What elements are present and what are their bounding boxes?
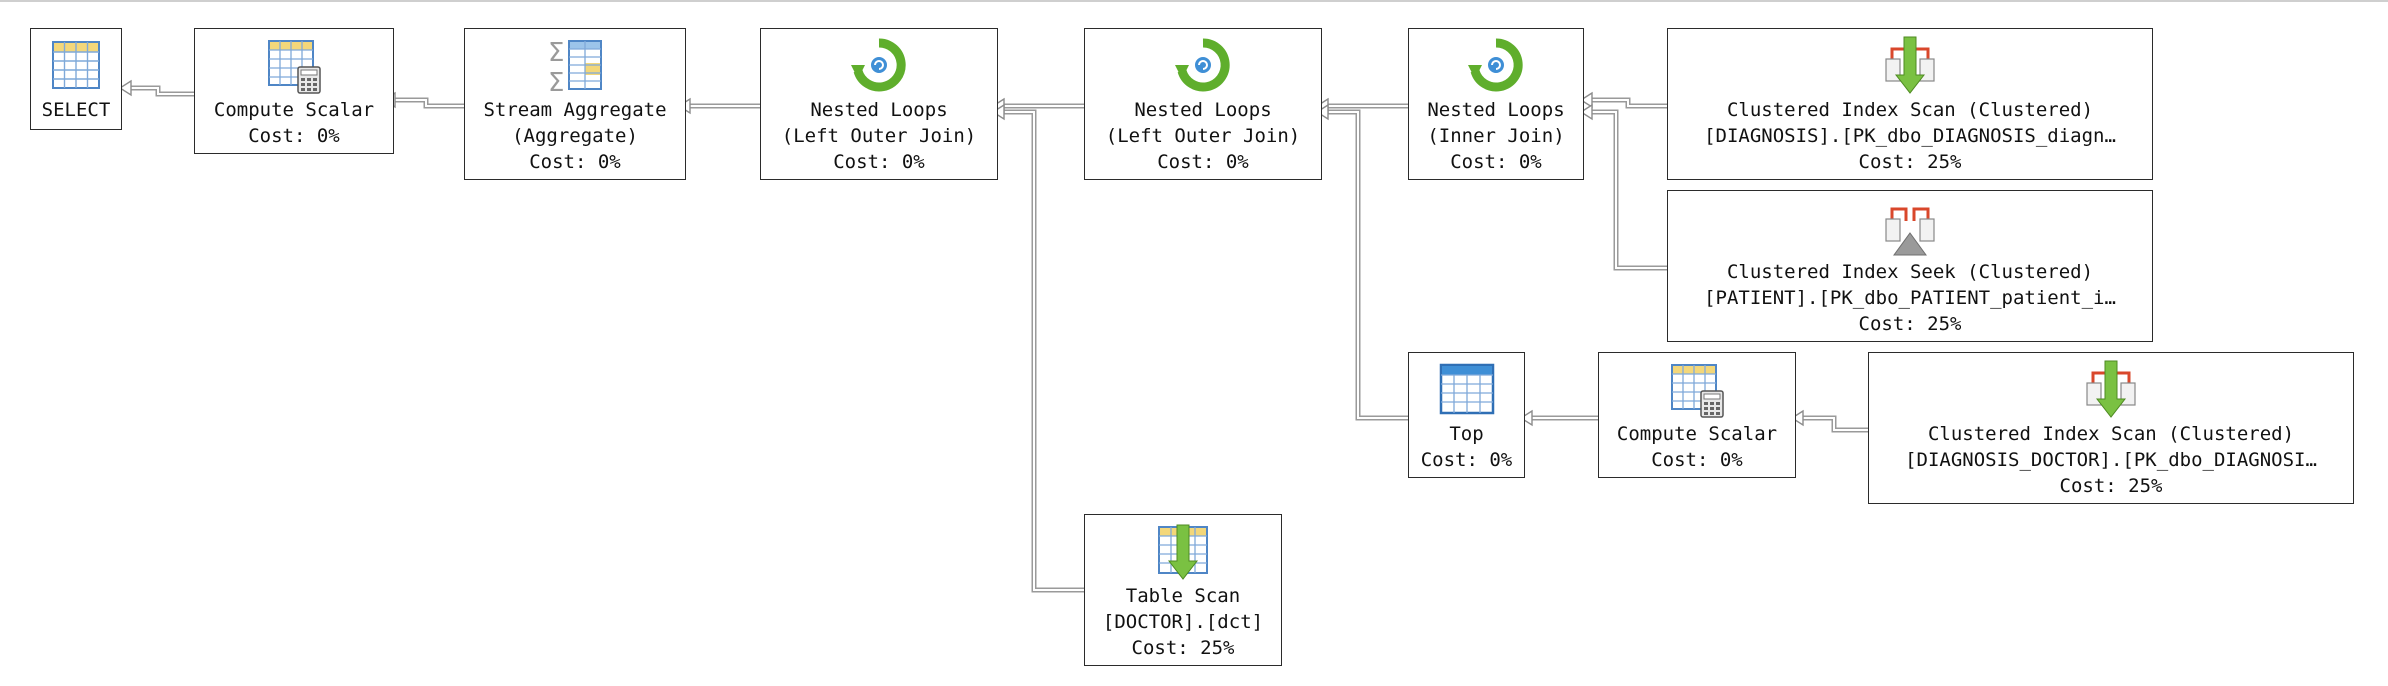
compute-scalar-cost: Cost: 0%: [248, 125, 340, 147]
select-node[interactable]: SELECT: [30, 28, 122, 130]
table-scan-icon: [1158, 524, 1208, 580]
scan-diagnosis-title: Clustered Index Scan (Clustered): [1726, 99, 2094, 121]
calculator-table-icon: [268, 40, 321, 94]
seek-patient-object: [PATIENT].[PK_dbo_PATIENT_patient_i…: [1704, 287, 2116, 309]
scan-diagnosis-doctor-title: Clustered Index Scan (Clustered): [1927, 423, 2295, 445]
nested-loops-2-subtitle: (Left Outer Join): [1105, 125, 1301, 147]
table-icon: [52, 41, 100, 89]
loop-arrow-icon: [1468, 38, 1523, 92]
nested-loops-2-title: Nested Loops: [1134, 99, 1272, 121]
stream-aggregate-subtitle: (Aggregate): [512, 125, 638, 147]
compute-scalar-2-cost: Cost: 0%: [1651, 449, 1743, 471]
index-scan-icon: [1885, 36, 1935, 94]
table-scan-doctor-node[interactable]: Table Scan [DOCTOR].[dct] Cost: 25%: [1084, 514, 1282, 666]
scan-diagnosis-doctor-cost: Cost: 25%: [2059, 475, 2163, 497]
loop-arrow-icon: [1175, 38, 1230, 92]
select-label: SELECT: [41, 99, 111, 121]
index-scan-icon: [2086, 360, 2136, 418]
stream-aggregate-node[interactable]: Σ Σ Stream Aggregate (Aggregate) Cost: 0…: [464, 28, 686, 180]
nested-loops-1-cost: Cost: 0%: [833, 151, 925, 173]
svg-text:Σ: Σ: [548, 38, 564, 68]
top-node[interactable]: Top Cost: 0%: [1408, 352, 1525, 478]
nested-loops-inner-join-node[interactable]: Nested Loops (Inner Join) Cost: 0%: [1408, 28, 1584, 180]
compute-scalar-node-2[interactable]: Compute Scalar Cost: 0%: [1598, 352, 1796, 478]
compute-scalar-2-title: Compute Scalar: [1616, 423, 1778, 445]
nested-loops-1-subtitle: (Left Outer Join): [781, 125, 977, 147]
scan-diagnosis-cost: Cost: 25%: [1858, 151, 1962, 173]
scan-diagnosis-object: [DIAGNOSIS].[PK_dbo_DIAGNOSIS_diagn…: [1704, 125, 2116, 147]
clustered-index-scan-diagnosis-doctor-node[interactable]: Clustered Index Scan (Clustered) [DIAGNO…: [1868, 352, 2354, 504]
nested-loops-2-cost: Cost: 0%: [1157, 151, 1249, 173]
sigma-aggregate-icon: Σ Σ: [548, 38, 602, 95]
table-scan-cost: Cost: 25%: [1131, 637, 1235, 659]
stream-aggregate-title: Stream Aggregate: [483, 99, 667, 121]
clustered-index-scan-diagnosis-node[interactable]: Clustered Index Scan (Clustered) [DIAGNO…: [1667, 28, 2153, 180]
stream-aggregate-cost: Cost: 0%: [529, 151, 621, 173]
loop-arrow-icon: [851, 38, 906, 92]
nested-loops-3-subtitle: (Inner Join): [1427, 125, 1565, 147]
nested-loops-left-outer-node-1[interactable]: Nested Loops (Left Outer Join) Cost: 0%: [760, 28, 998, 180]
top-cost: Cost: 0%: [1420, 449, 1513, 471]
nested-loops-1-title: Nested Loops: [810, 99, 948, 121]
top-title: Top: [1449, 423, 1484, 445]
index-seek-icon: [1885, 207, 1935, 256]
nested-loops-3-title: Nested Loops: [1427, 99, 1565, 121]
nested-loops-left-outer-node-2[interactable]: Nested Loops (Left Outer Join) Cost: 0%: [1084, 28, 1322, 180]
arrow-seek-to-nl3: [1591, 109, 1667, 271]
compute-scalar-title: Compute Scalar: [213, 99, 375, 121]
svg-text:Σ: Σ: [548, 68, 564, 95]
seek-patient-cost: Cost: 25%: [1858, 313, 1962, 335]
arrow-top-to-nl2: [1327, 109, 1408, 421]
top-table-icon: [1439, 363, 1494, 415]
table-scan-title: Table Scan: [1125, 585, 1241, 607]
scan-diagnosis-doctor-object: [DIAGNOSIS_DOCTOR].[PK_dbo_DIAGNOSI…: [1905, 449, 2317, 471]
seek-patient-title: Clustered Index Seek (Clustered): [1726, 261, 2094, 283]
table-scan-object: [DOCTOR].[dct]: [1102, 611, 1264, 633]
clustered-index-seek-patient-node[interactable]: Clustered Index Seek (Clustered) [PATIEN…: [1667, 190, 2153, 342]
top-divider: [0, 0, 2388, 2]
nested-loops-3-cost: Cost: 0%: [1450, 151, 1542, 173]
arrow-tablescan-to-nl1: [1003, 109, 1084, 593]
compute-scalar-node[interactable]: Compute Scalar Cost: 0%: [194, 28, 394, 154]
calculator-table-icon: [1671, 364, 1724, 418]
